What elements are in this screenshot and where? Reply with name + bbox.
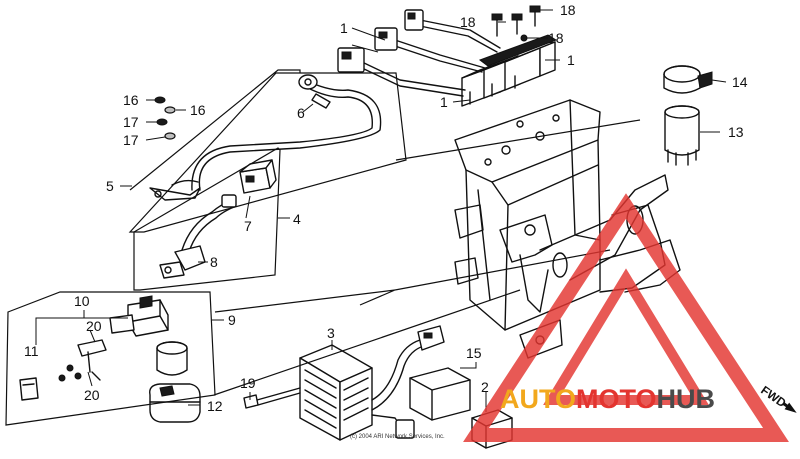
callout-19: 19 bbox=[240, 375, 256, 391]
fuse-cover-9 bbox=[156, 341, 188, 376]
callout-20: 20 bbox=[84, 387, 100, 403]
screw-group-18 bbox=[491, 5, 541, 42]
ground-cable-5 bbox=[149, 74, 382, 201]
regulator-rectifier-3 bbox=[299, 325, 445, 441]
watermark-part-hub: HUB bbox=[657, 384, 716, 414]
copyright-text: (c) 2004 ARI Network Services, Inc. bbox=[350, 434, 445, 440]
battery-cable-8 bbox=[159, 245, 206, 279]
callout-18: 18 bbox=[548, 30, 564, 46]
callout-7: 7 bbox=[244, 218, 252, 234]
relay-assembly bbox=[461, 34, 558, 107]
watermark-logo: AUTOMOTOHUB bbox=[463, 193, 789, 442]
group-outlines bbox=[5, 69, 641, 426]
callout-9: 9 bbox=[228, 312, 236, 328]
callout-17: 17 bbox=[123, 114, 139, 130]
callout-14: 14 bbox=[732, 74, 748, 90]
callout-2: 2 bbox=[481, 379, 489, 395]
nut-group-16-17 bbox=[154, 96, 176, 140]
callout-1: 1 bbox=[567, 52, 575, 68]
watermark-part-auto: AUTO bbox=[500, 384, 576, 414]
callout-10: 10 bbox=[74, 293, 90, 309]
callout-13: 13 bbox=[728, 124, 744, 140]
leader-lines bbox=[35, 9, 727, 412]
callout-11: 11 bbox=[24, 343, 39, 359]
watermark-triangle-icon bbox=[463, 193, 789, 442]
screws-20 bbox=[58, 339, 107, 382]
callout-16: 16 bbox=[190, 102, 206, 118]
callout-6: 6 bbox=[297, 105, 305, 121]
callout-1: 1 bbox=[340, 20, 348, 36]
callout-labels: 1 1 1 2 3 4 5 6 7 8 9 10 11 12 13 14 15 … bbox=[24, 2, 748, 414]
relay-harness bbox=[337, 9, 501, 97]
callout-12: 12 bbox=[207, 398, 223, 414]
watermark-part-moto: MOTO bbox=[576, 384, 657, 414]
fuse-box-12 bbox=[149, 383, 201, 423]
bolt-19 bbox=[243, 387, 301, 409]
callout-5: 5 bbox=[106, 178, 114, 194]
watermark-text: AUTOMOTOHUB bbox=[500, 384, 715, 414]
callout-17: 17 bbox=[123, 132, 139, 148]
relay-cover-15 bbox=[409, 367, 471, 421]
callout-1: 1 bbox=[440, 94, 448, 110]
callout-4: 4 bbox=[293, 211, 301, 227]
callout-18: 18 bbox=[460, 14, 476, 30]
terminal-11 bbox=[19, 377, 39, 401]
starter-relay-7 bbox=[181, 159, 277, 253]
callout-15: 15 bbox=[466, 345, 482, 361]
callout-3: 3 bbox=[327, 325, 335, 341]
flasher-relay-13 bbox=[664, 105, 700, 166]
callout-16: 16 bbox=[123, 92, 139, 108]
fuse-holder-10 bbox=[109, 295, 169, 337]
callout-8: 8 bbox=[210, 254, 218, 270]
relay-clamp-14 bbox=[663, 65, 713, 94]
callout-20: 20 bbox=[86, 318, 102, 334]
callout-18: 18 bbox=[560, 2, 576, 18]
